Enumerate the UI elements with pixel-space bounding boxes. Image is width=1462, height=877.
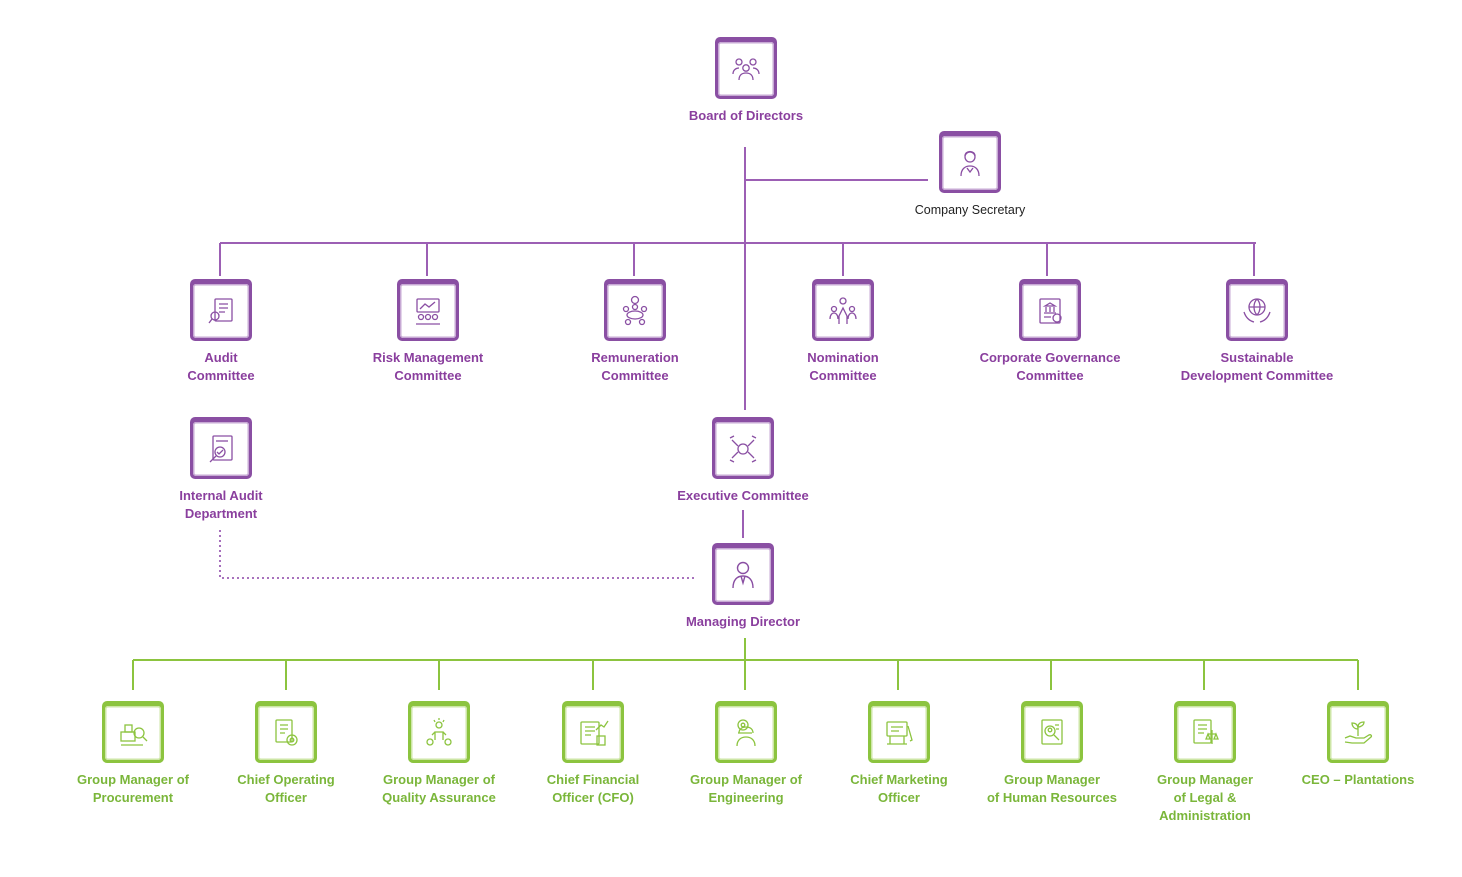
nomination-people-icon (812, 279, 874, 341)
node-committee: Nomination Committee (763, 279, 923, 385)
executive-label: Executive Committee (677, 488, 809, 503)
node-manager: Chief Operating Officer (206, 701, 366, 807)
committee-label: Corporate Governance Committee (979, 350, 1121, 383)
committee-label: Remuneration Committee (591, 350, 679, 383)
operations-gear-icon (255, 701, 317, 763)
quality-award-icon (408, 701, 470, 763)
node-board-of-directors: Board of Directors (666, 37, 826, 125)
marketing-board-icon (868, 701, 930, 763)
governance-document-icon (1019, 279, 1081, 341)
node-committee: Corporate Governance Committee (970, 279, 1130, 385)
manager-label: CEO – Plantations (1301, 772, 1415, 787)
hr-search-icon (1021, 701, 1083, 763)
manager-label: Chief Financial Officer (CFO) (546, 772, 640, 805)
engineer-icon (715, 701, 777, 763)
manager-label: Group Manager of Legal & Administration (1156, 772, 1254, 823)
plant-hand-icon (1327, 701, 1389, 763)
node-committee: Sustainable Development Committee (1177, 279, 1337, 385)
manager-label: Group Manager of Engineering (690, 772, 802, 805)
node-manager: Group Manager of Procurement (53, 701, 213, 807)
committee-label: Nomination Committee (807, 350, 879, 383)
audit-report-icon (190, 279, 252, 341)
board-label: Board of Directors (688, 108, 804, 123)
secretary-label: Company Secretary (914, 203, 1026, 217)
node-manager: CEO – Plantations (1278, 701, 1438, 789)
committee-label: Audit Committee (187, 350, 255, 383)
manager-label: Group Manager of Human Resources (986, 772, 1118, 805)
secretary-person-icon (939, 131, 1001, 193)
node-committee: Risk Management Committee (348, 279, 508, 385)
node-committee: Remuneration Committee (555, 279, 715, 385)
remuneration-table-icon (604, 279, 666, 341)
manager-label: Chief Operating Officer (237, 772, 335, 805)
director-person-icon (712, 543, 774, 605)
board-group-icon (715, 37, 777, 99)
handshake-circle-icon (712, 417, 774, 479)
node-executive-committee: Executive Committee (663, 417, 823, 505)
internal-audit-label: Internal Audit Department (179, 488, 263, 521)
node-manager: Group Manager of Quality Assurance (359, 701, 519, 807)
node-committee: Audit Committee (141, 279, 301, 385)
node-manager: Group Manager of Human Resources (972, 701, 1132, 807)
node-manager: Chief Financial Officer (CFO) (513, 701, 673, 807)
risk-meeting-icon (397, 279, 459, 341)
manager-label: Group Manager of Procurement (77, 772, 189, 805)
node-manager: Group Manager of Legal & Administration (1125, 701, 1285, 825)
node-company-secretary: Company Secretary (890, 131, 1050, 219)
node-internal-audit-department: Internal Audit Department (141, 417, 301, 523)
md-label: Managing Director (685, 614, 801, 629)
procurement-icon (102, 701, 164, 763)
committee-label: Sustainable Development Committee (1180, 350, 1334, 383)
manager-label: Chief Marketing Officer (850, 772, 948, 805)
audit-stamp-icon (190, 417, 252, 479)
node-manager: Group Manager of Engineering (666, 701, 826, 807)
globe-hands-icon (1226, 279, 1288, 341)
committee-label: Risk Management Committee (372, 350, 484, 383)
finance-chart-icon (562, 701, 624, 763)
audit-dotted-line (219, 530, 697, 579)
manager-label: Group Manager of Quality Assurance (382, 772, 496, 805)
node-managing-director: Managing Director (663, 543, 823, 631)
node-manager: Chief Marketing Officer (819, 701, 979, 807)
legal-scale-icon (1174, 701, 1236, 763)
